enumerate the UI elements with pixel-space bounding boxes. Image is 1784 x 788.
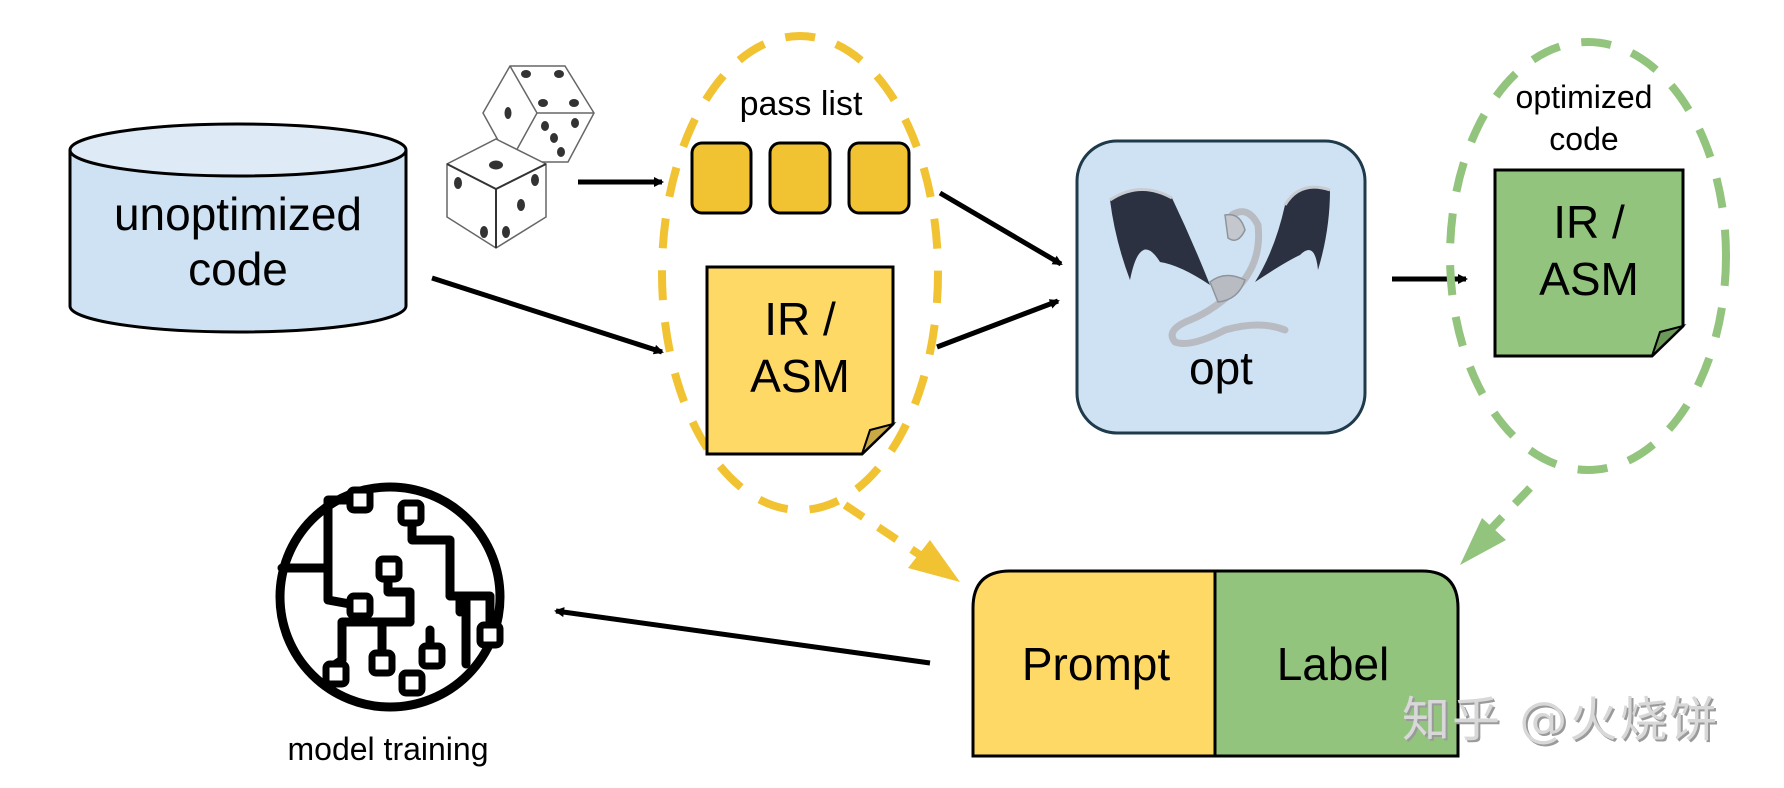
prompt-cell [971, 569, 1217, 758]
arrow-pair-to-training [554, 607, 931, 666]
left-wing [1110, 189, 1210, 285]
database-cylinder-top [68, 122, 408, 178]
output-group-dashed-outline [1446, 38, 1730, 474]
output-ir-document: IR / ASM [1493, 168, 1687, 358]
arrow-output-to-label [1460, 485, 1533, 565]
pass-item [768, 141, 832, 215]
pass-item [690, 141, 753, 215]
pass-list [690, 141, 911, 215]
source-label-line2: code [188, 243, 288, 295]
unoptimized-code-database: unoptimized code [68, 122, 408, 334]
prompt-text: Prompt [1022, 638, 1170, 690]
arrow-pass-list-to-opt [938, 190, 1063, 267]
watermark: 知乎 @火烧饼 [1402, 692, 1720, 748]
output-doc-line2: ASM [1539, 253, 1639, 305]
pass-list-label: pass list [740, 85, 863, 123]
label-text: Label [1277, 638, 1390, 690]
input-doc-line2: ASM [750, 350, 850, 402]
back-die [482, 65, 595, 163]
database-cylinder-body [68, 150, 408, 334]
model-training-label: model training [288, 731, 489, 767]
opt-label: opt [1189, 342, 1253, 394]
circuit-nodes [322, 486, 504, 697]
front-die [446, 138, 547, 249]
arrow-source-to-ir [431, 275, 664, 355]
optimizer-opt: opt [1075, 139, 1367, 435]
output-doc-line1: IR / [1553, 196, 1625, 248]
input-doc-line1: IR / [764, 293, 836, 345]
page-curl [1651, 324, 1687, 357]
optimized-code-label-line1: optimized [1516, 79, 1653, 115]
page-curl [861, 422, 897, 455]
dice-icon [446, 65, 595, 249]
right-wing [1255, 187, 1330, 282]
label-cell [1213, 569, 1460, 758]
input-group-dashed-outline [658, 32, 942, 514]
source-label-line1: unoptimized [114, 188, 362, 240]
pass-item [847, 141, 911, 215]
input-ir-document: IR / ASM [705, 265, 897, 456]
training-pair: Prompt Label [971, 569, 1460, 758]
neural-circuit-icon [275, 482, 505, 712]
arrow-input-to-prompt [842, 501, 960, 582]
optimized-code-label-line2: code [1549, 121, 1618, 157]
arrow-ir-to-opt [936, 298, 1060, 350]
dragon-body [1168, 208, 1289, 347]
llvm-dragon-icon [1109, 185, 1331, 347]
